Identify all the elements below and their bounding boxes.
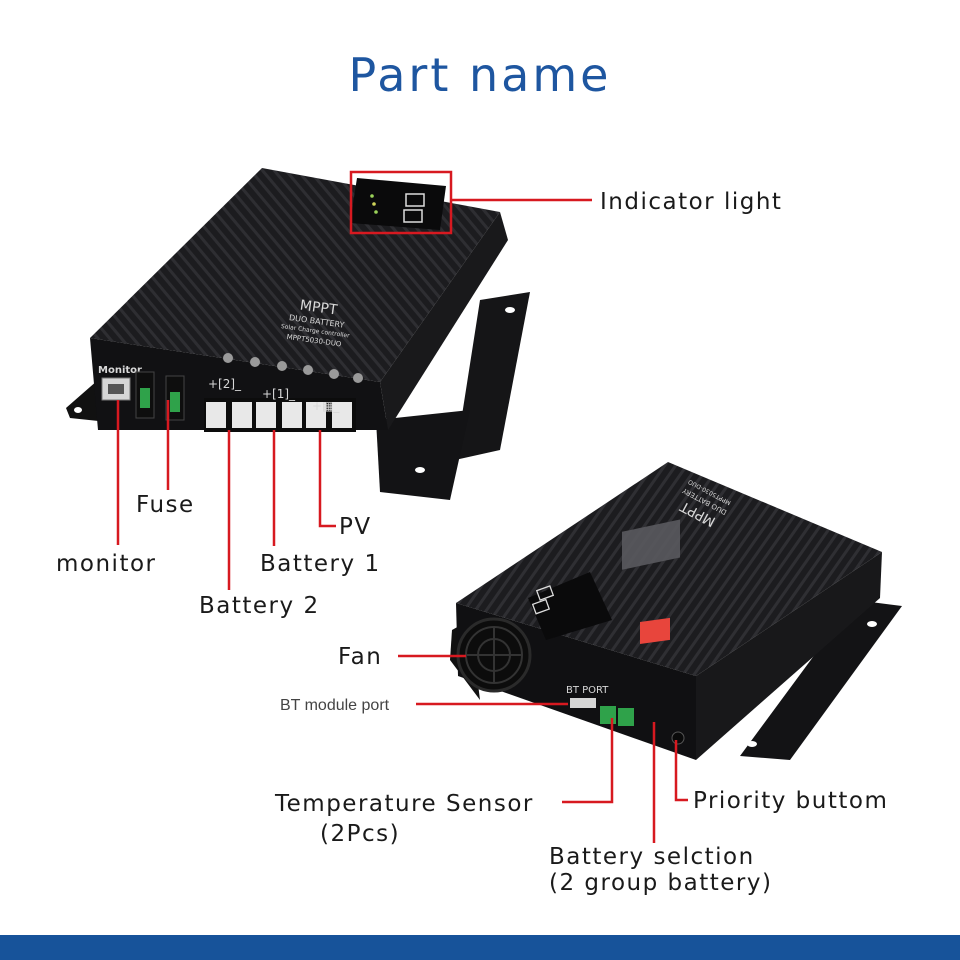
pv-leader: [318, 430, 336, 528]
rear-device-connector-face: [696, 552, 882, 760]
brand-print: MPPT: [299, 298, 339, 319]
label-fuse: Fuse: [136, 492, 195, 518]
label-temperature-sensor-count: (2Pcs): [320, 821, 400, 847]
priority-leader: [674, 740, 688, 802]
battery-selection-dip-switch: [640, 617, 670, 645]
priority-button: [671, 731, 685, 745]
label-fan: Fan: [338, 644, 382, 670]
bt-port: [570, 698, 596, 708]
label-battery-selection-note: (2 group battery): [549, 870, 772, 896]
footer-bar: [0, 935, 960, 960]
indicator-panel: [350, 178, 446, 230]
label-bt-module-port: BT module port: [280, 697, 390, 714]
indicator-leds: [370, 193, 425, 223]
label-battery-2: Battery 2: [199, 593, 320, 619]
spec-table-print: [622, 519, 680, 570]
label-battery-1: Battery 1: [260, 551, 381, 577]
temp-leader: [562, 718, 614, 804]
mounting-flange-right: [455, 292, 530, 460]
label-pv: PV: [339, 514, 372, 540]
indicator-highlight-box: [349, 170, 453, 235]
label-priority-button: Priority buttom: [693, 788, 888, 814]
svg-text:+[1]_: +[1]_: [262, 387, 296, 401]
fan: [456, 617, 532, 693]
callouts: [116, 170, 688, 843]
label-battery-selection: Battery selction: [549, 844, 755, 870]
svg-text:+▦_: +▦_: [312, 399, 340, 413]
label-monitor: monitor: [56, 551, 157, 577]
rear-indicator-panel: [528, 572, 612, 640]
label-temperature-sensor: Temperature Sensor: [274, 791, 534, 817]
fuse-holders: [135, 371, 185, 421]
svg-text:+[2]_: +[2]_: [208, 377, 242, 391]
monitor-print: Monitor: [98, 365, 142, 376]
page-title: Part name: [348, 48, 612, 102]
terminal-screws: [223, 353, 363, 383]
mounting-flange-rear-right: [740, 600, 902, 760]
device-right-side: [380, 212, 508, 430]
device-rear-view: MPPT DUO BATTERY MPPT5030-DUO BT PORT: [450, 462, 902, 760]
terminal-block: +[2]_ +[1]_ +▦_: [204, 377, 356, 432]
bt-port-print: BT PORT: [566, 685, 609, 696]
device-front-view: MPPT DUO BATTERY Solar Charge controller…: [66, 168, 530, 500]
label-indicator-light: Indicator light: [600, 189, 782, 215]
